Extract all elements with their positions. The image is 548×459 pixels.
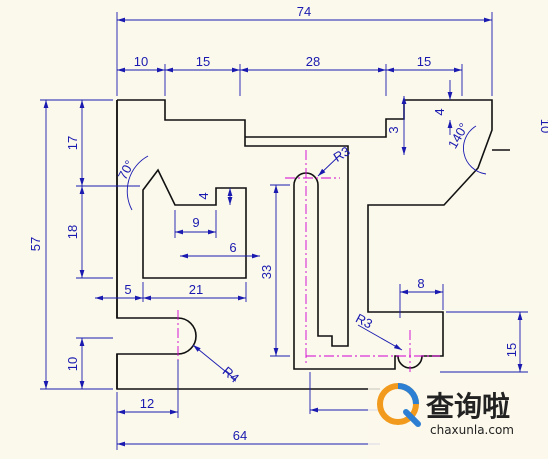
dim-slot-depth-right: 4 <box>432 108 447 115</box>
magnifier-q-icon <box>377 383 421 427</box>
dim-angle-left: 70° <box>115 158 137 182</box>
dim-right-lug-height: 15 <box>504 343 519 357</box>
center-lines <box>177 150 440 372</box>
dim-radius-top: R3 <box>331 143 353 165</box>
watermark-brand: 查询啦 <box>426 390 510 423</box>
dim-overall-width: 74 <box>297 4 311 19</box>
dim-left-middle: 18 <box>65 225 80 239</box>
dim-top-left: 10 <box>134 54 148 69</box>
dim-left-lower: 10 <box>65 357 80 371</box>
dim-left-upper: 17 <box>65 136 80 150</box>
dim-overall-height: 57 <box>28 237 43 251</box>
dim-top-right: 15 <box>417 54 431 69</box>
dim-channel-height: 33 <box>259 265 274 279</box>
dim-pocket-offset: 5 <box>124 282 131 297</box>
dim-pocket-inner: 6 <box>229 240 236 255</box>
dim-radius-left: R4 <box>220 363 242 385</box>
dim-angle-right: 140° <box>445 120 471 151</box>
dimension-lines <box>40 12 528 450</box>
dim-pocket-notch-height: 4 <box>196 192 211 199</box>
dim-top-middle: 28 <box>306 54 320 69</box>
dim-clipped-right: 10 <box>538 119 548 133</box>
dim-bottom-width: 64 <box>233 428 247 443</box>
dim-pocket-notch-width: 9 <box>192 215 199 230</box>
dim-radius-mid: R3 <box>353 311 375 332</box>
dim-bottom-lug: 12 <box>140 396 154 411</box>
dim-right-lug-width: 8 <box>417 276 424 291</box>
dim-slot-depth-left: 3 <box>386 126 401 133</box>
dim-top-second: 15 <box>196 54 210 69</box>
watermark: 查询啦 chaxunla.com <box>368 375 548 459</box>
watermark-url: chaxunla.com <box>430 423 514 437</box>
dim-pocket-width: 21 <box>189 282 203 297</box>
